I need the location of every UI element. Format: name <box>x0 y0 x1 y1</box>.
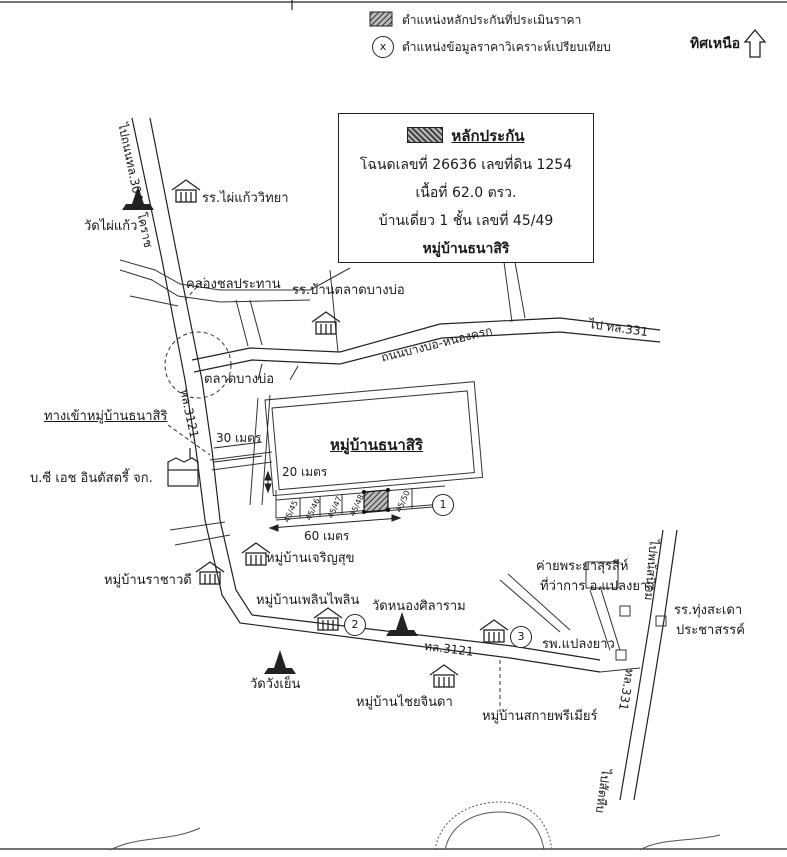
collateral-plot <box>363 489 389 513</box>
road-bang-bo <box>191 317 661 373</box>
label-dist-20: 20 เมตร <box>282 465 328 479</box>
label-rachawadee: หมู่บ้านราชาวดี <box>104 573 192 588</box>
legend-collateral-label: ตำแหน่งหลักประกันที่ประเมินราคา <box>402 13 582 27</box>
info-heading: หลักประกัน <box>451 127 525 145</box>
label-sakai-premier: หมู่บ้านสกายพรีเมียร์ <box>482 709 598 724</box>
village-line: หมู่บ้านธนาสิริ <box>422 241 510 257</box>
label-school-thung-sadao-1: รร.ทุ่งสะเดา <box>674 603 743 618</box>
label-wat-phai-kaeo: วัดไผ่แก้ว <box>84 219 138 234</box>
legend-hatch-swatch <box>369 11 393 27</box>
route-3121 <box>131 117 601 673</box>
minor-roads <box>119 259 641 673</box>
label-camp: ค่ายพระยาสุรสีห์ <box>536 559 629 574</box>
deed-line: โฉนดเลขที่ 26636 เลขที่ดิน 1254 <box>359 157 573 173</box>
temple-icons <box>122 186 418 674</box>
label-district-office: ที่ว่าการ อ.แปลงยาว <box>540 579 655 594</box>
label-chaijinda: หมู่บ้านไชยจินดา <box>356 695 453 710</box>
label-charoen-suk: หมู่บ้านเจริญสุข <box>266 551 355 566</box>
north-label: ทิศเหนือ <box>690 36 741 52</box>
legend-comparable-label: ตำแหน่งข้อมูลราคาวิเคราะห์เปรียบเทียบ <box>402 40 611 54</box>
legend-comparable-symbol: x <box>372 36 394 58</box>
comparable-marker-2: 2 <box>344 614 366 636</box>
collateral-info-box: หลักประกัน โฉนดเลขที่ 26636 เลขที่ดิน 12… <box>338 113 594 263</box>
comparable-marker-3: 3 <box>510 626 532 648</box>
bang-bo-market-circle <box>164 331 232 399</box>
route-331 <box>619 529 678 801</box>
collateral-swatch-icon <box>407 127 444 143</box>
area-line: เนื้อที่ 62.0 ตรว. <box>415 185 517 201</box>
comparable-marker-1: 1 <box>432 494 454 516</box>
label-wat-wang-yen: วัดวังเย็น <box>250 677 301 692</box>
label-hospital: รพ.แปลงยาว <box>542 637 615 652</box>
north-arrow-icon <box>743 28 767 58</box>
seal-stamp <box>434 801 553 851</box>
label-bang-bo-market: ตลาดบางบ่อ <box>204 372 275 387</box>
factory-icon <box>167 448 199 487</box>
label-school-thung-sadao-2: ประชาสรรค์ <box>676 623 745 638</box>
thanasiri-boundary <box>209 381 484 519</box>
label-ploen-phailin: หมู่บ้านเพลินไพลิน <box>256 593 360 608</box>
label-school-bang-bo: รร.บ้านตลาดบางบ่อ <box>292 283 405 298</box>
label-company: บ.ซี เอช อินดัสตรี้ จก. <box>30 471 153 486</box>
label-irrigation-canal: คลองชลประทาน <box>186 277 281 292</box>
label-school-phai-kaeo: รร.ไผ่แก้ววิทยา <box>202 191 289 206</box>
label-thanasiri-village: หมู่บ้านธนาสิริ <box>330 436 424 454</box>
label-wat-nong-sila: วัดหนองศิลาราม <box>372 599 466 614</box>
label-village-entrance: ทางเข้าหมู่บ้านธนาสิริ <box>44 409 168 424</box>
label-dist-60: 60 เมตร <box>304 529 350 543</box>
label-dist-30: 30 เมตร <box>216 431 262 445</box>
house-icons <box>171 179 509 688</box>
house-line: บ้านเดี่ยว 1 ชั้น เลขที่ 45/49 <box>378 213 554 229</box>
